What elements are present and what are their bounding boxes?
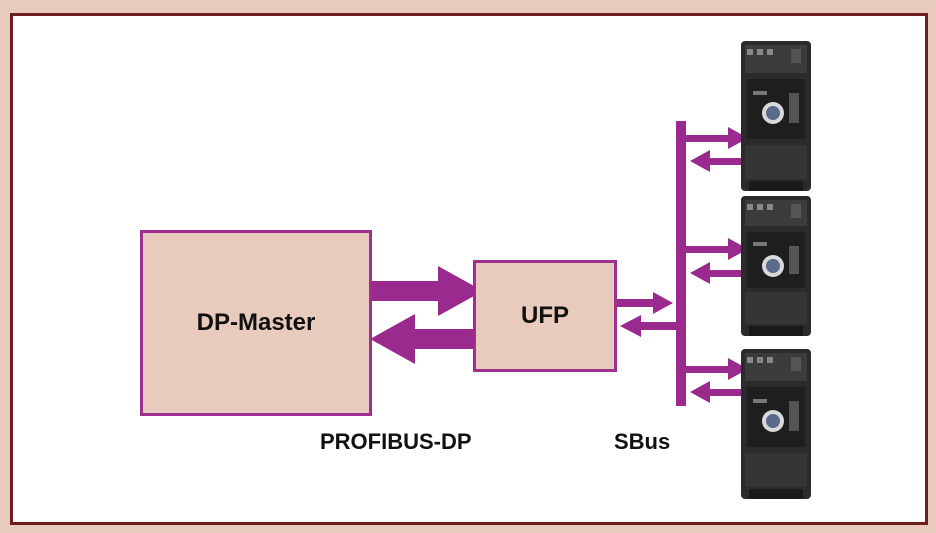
arrow-sbus-to-ufp <box>620 315 678 337</box>
drive-inverter-icon <box>741 349 811 499</box>
arrow-ufp-to-sbus <box>616 292 673 314</box>
connection-arrows <box>370 41 811 499</box>
drive-inverter-icon <box>741 196 811 336</box>
arrow-sbus-to-device-1 <box>686 127 748 149</box>
sbus-line <box>676 121 686 406</box>
dp-master-box: DP-Master <box>140 230 372 416</box>
arrow-device-1-to-sbus <box>690 150 749 172</box>
diagram-canvas: DP-Master UFP PROFIBUS-DP SBus <box>10 13 928 525</box>
arrow-device-2-to-sbus <box>690 262 749 284</box>
profibus-dp-label: PROFIBUS-DP <box>320 429 472 454</box>
arrow-device-3-to-sbus <box>690 381 749 403</box>
drive-inverter-icon <box>741 41 811 191</box>
arrow-sbus-to-device-3 <box>686 358 748 380</box>
ufp-label: UFP <box>521 302 569 329</box>
arrow-sbus-to-device-2 <box>686 238 748 260</box>
dp-master-label: DP-Master <box>196 309 316 336</box>
arrow-ufp-to-master <box>370 314 485 364</box>
sbus-label: SBus <box>614 429 671 454</box>
arrow-master-to-ufp <box>370 266 483 316</box>
ufp-gateway-box: UFP <box>473 260 617 372</box>
